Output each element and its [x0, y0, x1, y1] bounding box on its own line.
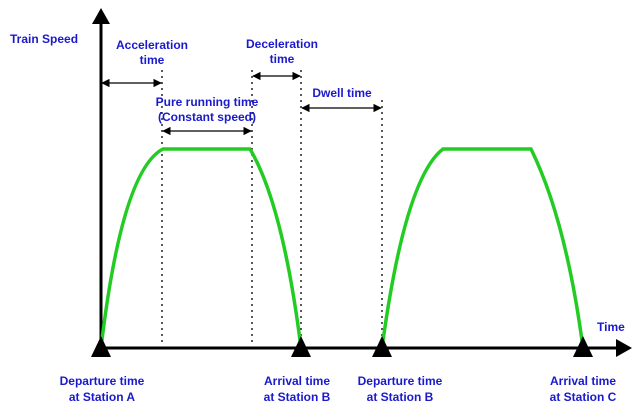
dwell-label: Dwell time: [312, 86, 372, 100]
station-a-departure-label-line1: Departure time: [60, 374, 145, 388]
deceleration-label-line1: Deceleration: [246, 37, 318, 51]
station-a-departure-label-line2: at Station A: [69, 390, 136, 404]
station-b-departure-label-line2: at Station B: [367, 390, 434, 404]
pure-running-label-line2: (Constant speed): [158, 110, 256, 124]
station-c-arrival-label-line2: at Station C: [550, 390, 617, 404]
station-b-arrival-label-line2: at Station B: [264, 390, 331, 404]
station-c-arrival-label-line1: Arrival time: [550, 374, 616, 388]
speed-curve-a-to-b: [99, 147, 303, 349]
x-axis-arrowhead: [616, 339, 632, 357]
station-marker-b-arrival: [291, 336, 311, 357]
pure-running-label-line1: Pure running time: [156, 95, 259, 109]
x-axis-label: Time: [597, 320, 625, 334]
station-b-arrival-label-line1: Arrival time: [264, 374, 330, 388]
station-marker-a-departure: [91, 336, 111, 357]
acceleration-label-line1: Acceleration: [116, 38, 188, 52]
speed-curve-b-to-c: [380, 147, 585, 349]
y-axis-label: Train Speed: [10, 32, 78, 46]
station-b-departure-label-line1: Departure time: [358, 374, 443, 388]
deceleration-label-line2: time: [270, 52, 295, 66]
station-marker-b-departure: [372, 336, 392, 357]
station-marker-c-arrival: [573, 336, 593, 357]
acceleration-label-line2: time: [140, 53, 165, 67]
y-axis-arrowhead: [92, 8, 110, 24]
